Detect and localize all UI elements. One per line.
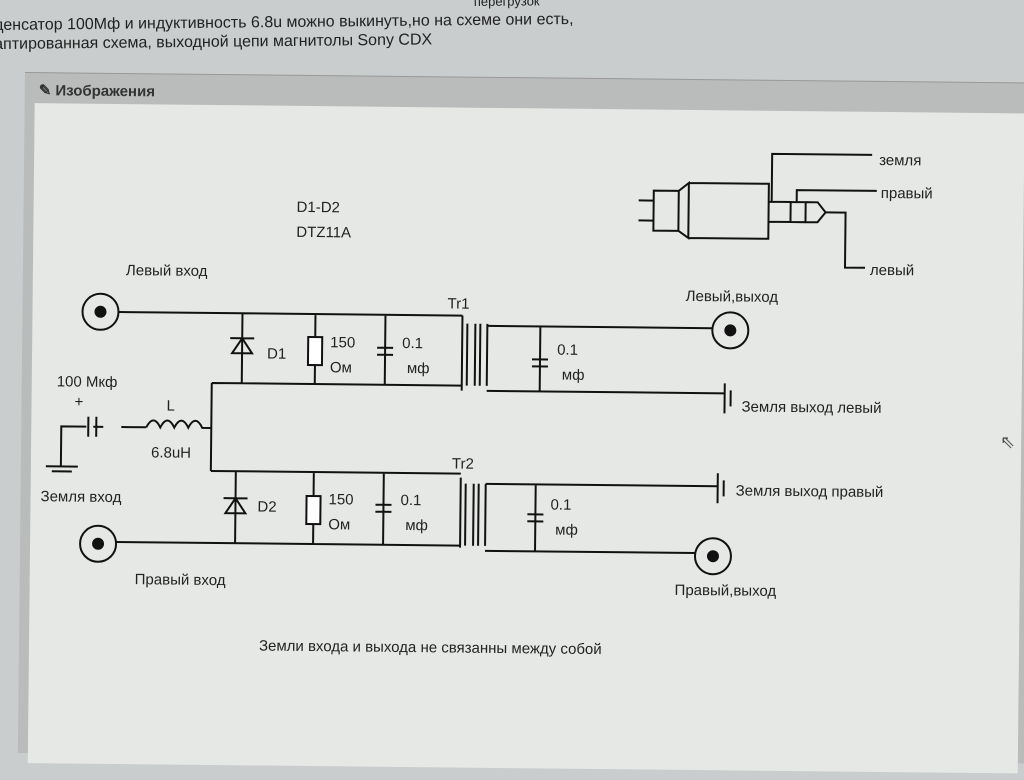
diagram-label: мф: [405, 517, 428, 534]
left-output-label: Левый,выход: [686, 288, 779, 306]
cap-100-label: 100 Мкф: [57, 373, 118, 391]
tr2-label: Tr2: [452, 455, 474, 472]
diagram-label: 0.1: [550, 497, 571, 514]
caption: Земли входа и выхода не связанны между с…: [259, 637, 602, 658]
d2-diode: [223, 496, 248, 515]
diodes-title: D1-D2: [297, 199, 341, 216]
circuit-wire: [485, 473, 725, 555]
inductor-label: L: [166, 398, 175, 415]
diagram-label: 0.1: [402, 335, 423, 352]
resistor: [306, 335, 324, 367]
d1-diode: [230, 336, 255, 355]
ground-out-left-label: Земля выход левый: [741, 399, 881, 417]
tr2-transformer: [459, 477, 487, 548]
tr1-transformer: [460, 315, 489, 391]
d2-label: D2: [257, 498, 276, 515]
circuit-wire: [531, 358, 549, 368]
diagram-label: 0.1: [557, 342, 578, 359]
tr1-label: Tr1: [448, 295, 470, 312]
diagram-label: мф: [555, 522, 578, 539]
jack-right-label: правый: [881, 185, 933, 203]
right-input-label: Правый вход: [135, 571, 226, 589]
jack-left-label: левый: [870, 262, 914, 279]
circuit-wire: [527, 513, 544, 523]
diagram-label: 150: [328, 491, 353, 508]
images-panel: ✎ Изображения земля правый левый D1-D2 D…: [17, 72, 1024, 774]
circuit-wire: [305, 494, 322, 526]
d1-label: D1: [267, 346, 286, 363]
circuit-wire: [92, 537, 105, 550]
right-output-jack: [693, 537, 732, 576]
circuit-wire: [638, 180, 827, 240]
circuit-wire: [706, 550, 719, 563]
right-output-label: Правый,выход: [675, 582, 777, 600]
circuit-wire: [116, 469, 461, 547]
jack-ground-label: земля: [879, 152, 921, 169]
diagram-label: 0.1: [400, 492, 421, 509]
circuit-wire: [377, 346, 394, 356]
circuit-wire: [87, 416, 98, 437]
schematic-image[interactable]: земля правый левый D1-D2 DTZ11A Левый вх…: [27, 103, 1024, 774]
left-input-label: Левый вход: [126, 262, 208, 280]
diagram-label: 6.8uH: [151, 444, 191, 461]
diagram-label: 150: [330, 334, 355, 351]
diodes-model: DTZ11A: [296, 224, 351, 242]
diagram-label: Ом: [330, 359, 352, 376]
mouse-cursor-icon: ⇖: [1000, 432, 1016, 452]
left-output-jack: [711, 311, 750, 350]
diagram-label: мф: [562, 367, 585, 384]
jack-plug-icon: [638, 152, 877, 269]
diagram-label: Ом: [328, 516, 350, 533]
diagram-label: мф: [407, 360, 430, 377]
circuit-wire: [770, 152, 877, 269]
circuit-wire: [724, 324, 737, 337]
ground-out-right-label: Земля выход правый: [736, 482, 884, 501]
circuit-wire: [375, 503, 392, 513]
circuit-wire: [45, 419, 212, 473]
diagram-label: +: [74, 394, 83, 411]
circuit-wire: [486, 324, 732, 414]
circuit-wire: [94, 305, 107, 318]
right-input-jack: [79, 524, 118, 563]
ground-in-label: Земля вход: [40, 488, 121, 506]
